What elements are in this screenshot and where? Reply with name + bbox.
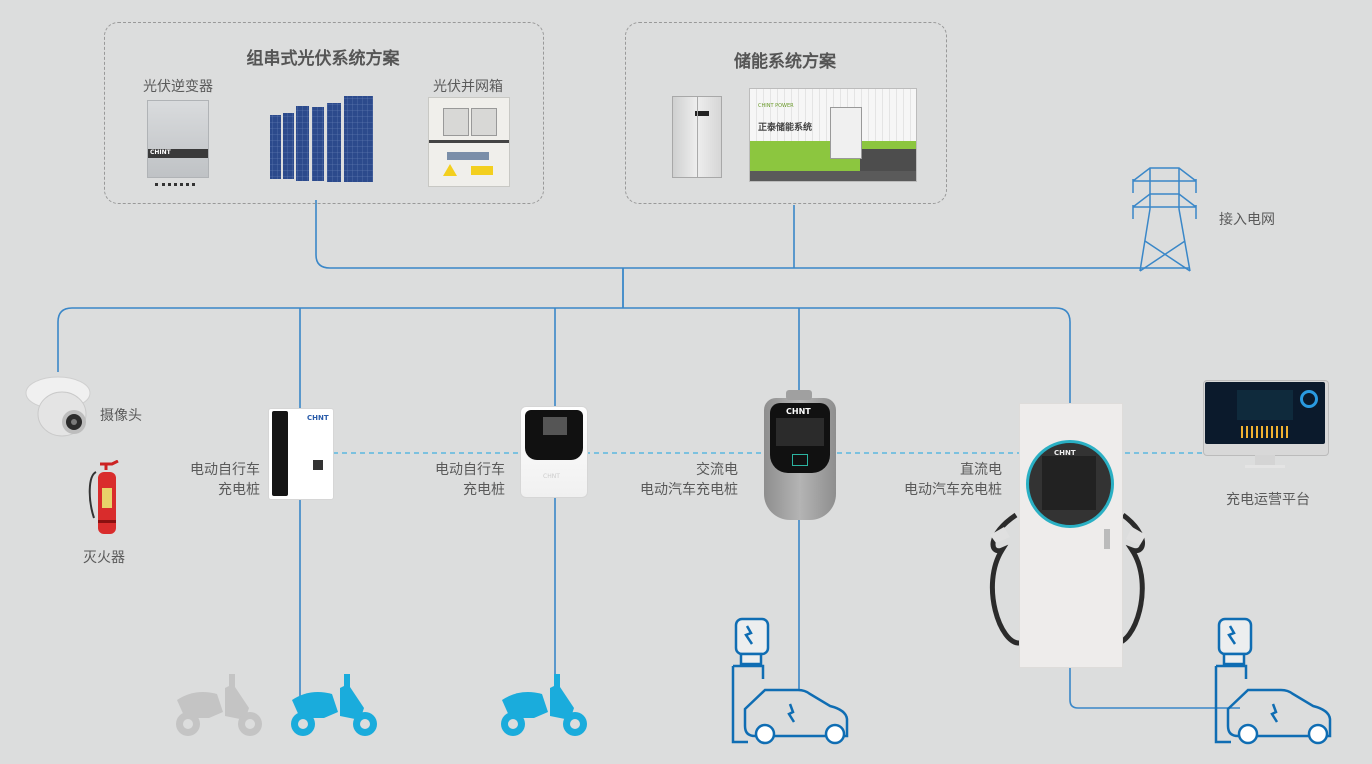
ebike-charger-1-label-line1: 电动自行车 — [190, 462, 260, 478]
ac-charger-image: CHNT — [764, 390, 836, 520]
ev-car-charging-icon-1 — [731, 617, 849, 745]
dc-charger-image: CHNT — [1019, 403, 1123, 668]
dc-charger-brand: CHNT — [1054, 449, 1076, 457]
inverter-brand: CHINT — [150, 149, 171, 156]
scooter-active-icon-2 — [501, 674, 587, 736]
pv-system-group — [104, 22, 544, 204]
extinguisher-label: 灭火器 — [83, 550, 125, 566]
scooter-active-icon-1 — [291, 674, 377, 736]
ebike-charger-2-label-line2: 充电桩 — [463, 482, 505, 498]
ebike-charger-2-label-line1: 电动自行车 — [435, 462, 505, 478]
power-tower-icon — [1132, 167, 1197, 272]
camera-label: 摄像头 — [100, 408, 142, 424]
combiner-label: 光伏并网箱 — [433, 79, 503, 95]
storage-system-group — [625, 22, 947, 204]
platform-label: 充电运营平台 — [1226, 492, 1310, 508]
solar-panels-image — [270, 96, 373, 182]
operation-platform-monitor — [1203, 380, 1329, 476]
ebike-charger-2-label: 电动自行车 充电桩 — [395, 460, 505, 500]
storage-container-image: CHINT POWER 正泰储能系统 — [749, 88, 917, 182]
ev-car-charging-icon-2 — [1214, 617, 1332, 745]
fire-extinguisher-icon — [88, 460, 119, 534]
storage-container-text: 正泰储能系统 — [758, 123, 813, 133]
ac-charger-label-line2: 电动汽车充电桩 — [640, 482, 738, 498]
pv-system-title: 组串式光伏系统方案 — [246, 49, 400, 69]
dc-charger-label-line2: 电动汽车充电桩 — [904, 482, 1002, 498]
distribution-line — [57, 307, 1240, 709]
dashboard-screen — [1205, 382, 1325, 444]
ebike-charger-1-image: CHNT — [268, 408, 334, 500]
ac-charger-label-line1: 交流电 — [696, 462, 738, 478]
security-camera-icon — [25, 376, 91, 437]
ebike-charger-1-brand: CHNT — [307, 414, 329, 422]
inverter-label: 光伏逆变器 — [143, 79, 213, 95]
storage-container-brand: CHINT POWER — [758, 103, 794, 109]
ac-charger-label: 交流电 电动汽车充电桩 — [600, 460, 738, 500]
pv-link-line — [315, 200, 1190, 269]
scooter-inactive-icon — [176, 674, 262, 736]
dc-charger-cables — [989, 512, 1146, 646]
grid-label: 接入电网 — [1219, 212, 1275, 228]
ebike-charger-2-image: CHNT — [520, 406, 588, 498]
pv-combiner-box-image — [428, 97, 510, 187]
pv-inverter-image: CHINT — [147, 100, 209, 178]
storage-system-title: 储能系统方案 — [734, 52, 836, 72]
ac-charger-brand: CHNT — [786, 407, 811, 416]
dc-charger-label: 直流电 电动汽车充电桩 — [860, 460, 1002, 500]
ebike-charger-1-label-line2: 充电桩 — [218, 482, 260, 498]
ebike-charger-2-brand: CHNT — [543, 473, 560, 480]
dc-charger-label-line1: 直流电 — [960, 462, 1002, 478]
storage-cabinet-image — [672, 96, 722, 178]
ebike-charger-1-label: 电动自行车 充电桩 — [150, 460, 260, 500]
